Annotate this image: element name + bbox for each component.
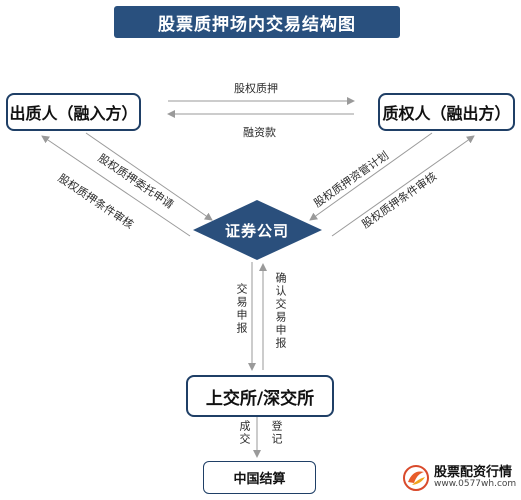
broker-diamond bbox=[193, 200, 322, 260]
watermark: 股票配资行情 www.0577wh.com bbox=[403, 465, 516, 491]
arrow-broker-to-right bbox=[331, 135, 475, 237]
arrow-broker-to-left bbox=[41, 135, 191, 237]
node-csdc: 中国结算 bbox=[203, 461, 316, 494]
watermark-logo-icon bbox=[403, 465, 429, 491]
edge-label-deal: 成交 bbox=[238, 420, 251, 446]
page-title: 股票质押场内交易结构图 bbox=[114, 6, 400, 38]
edge-label-loan: 融资款 bbox=[243, 126, 276, 139]
node-broker-label: 证券公司 bbox=[224, 221, 289, 240]
node-pledgor: 出质人（融入方） bbox=[6, 93, 141, 131]
edge-label-trade-report: 交易申报 bbox=[235, 283, 248, 335]
edge-label-register: 登记 bbox=[270, 420, 283, 446]
arrow-left-to-broker bbox=[85, 132, 213, 221]
edge-label-pledge: 股权质押 bbox=[234, 82, 278, 95]
edge-label-confirm: 确认交易申报 bbox=[274, 272, 287, 350]
node-exchange: 上交所/深交所 bbox=[186, 375, 334, 417]
watermark-url: www.0577wh.com bbox=[434, 479, 517, 490]
watermark-title: 股票配资行情 bbox=[434, 464, 513, 480]
arrow-right-to-broker bbox=[309, 132, 433, 221]
node-pledgee: 质权人（融出方） bbox=[378, 93, 515, 131]
